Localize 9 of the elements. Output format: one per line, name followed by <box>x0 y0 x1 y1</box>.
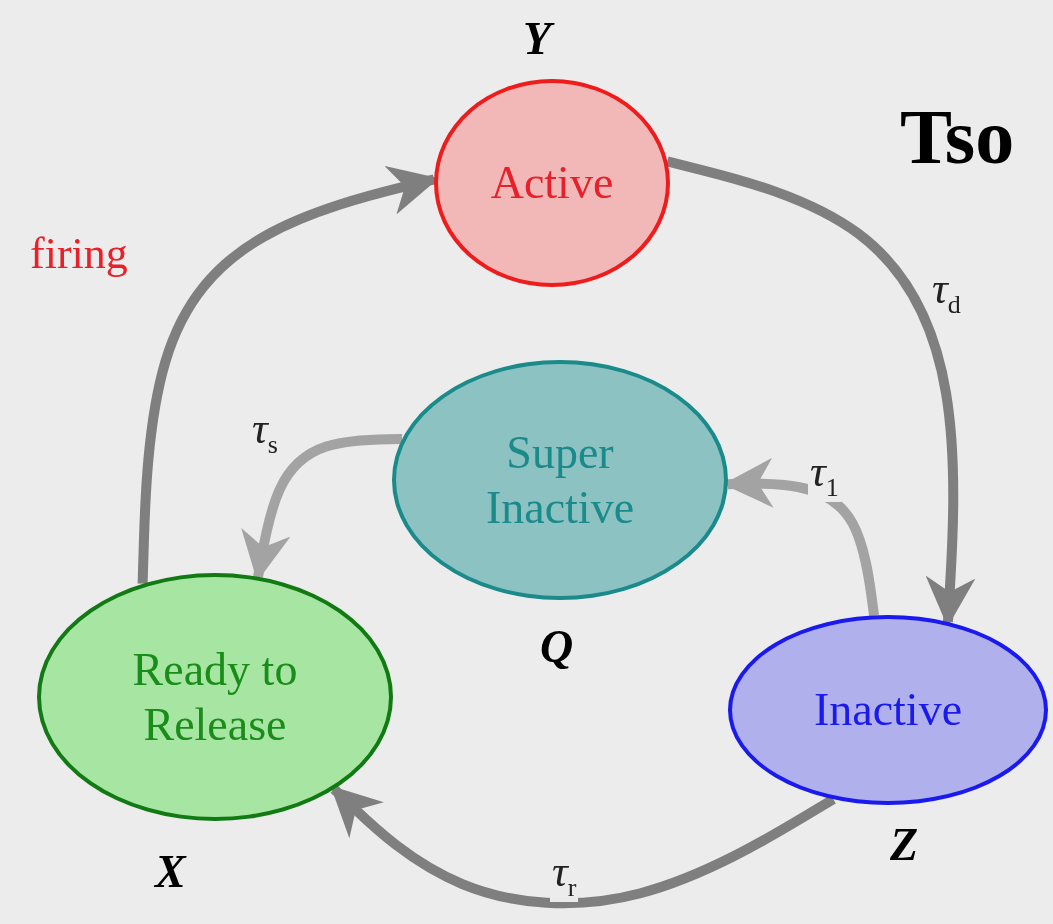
state-label: Inactive <box>812 683 964 738</box>
state-label: Super Inactive <box>484 425 636 535</box>
variable-label: X <box>155 845 186 898</box>
state-label: Ready to Release <box>131 642 299 752</box>
arrow <box>330 785 836 909</box>
variable-label: Q <box>540 620 574 673</box>
title-fragment: Tso <box>900 92 1015 182</box>
variable-label: Z <box>890 818 919 871</box>
state-label: Active <box>489 156 615 211</box>
